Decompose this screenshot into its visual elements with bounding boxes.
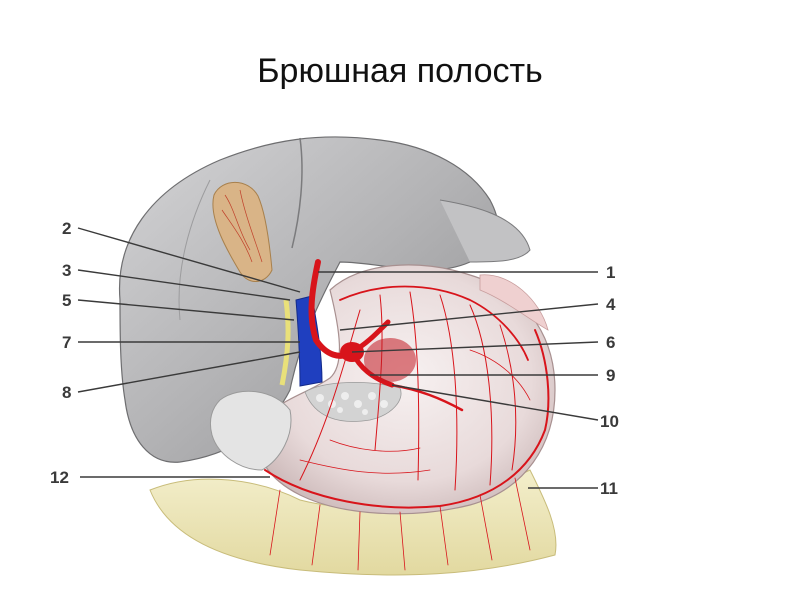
liver-contour <box>178 179 211 321</box>
leader-lines <box>77 227 599 489</box>
label-11: 11 <box>600 479 618 498</box>
label-6: 6 <box>606 333 615 352</box>
label-2: 2 <box>62 219 71 238</box>
stomach-region <box>364 338 416 382</box>
liver-left-lobe <box>439 199 531 263</box>
duodenum <box>209 390 292 471</box>
label-1: 1 <box>606 263 615 282</box>
label-7: 7 <box>62 333 71 352</box>
page-title: Брюшная полость <box>257 52 543 90</box>
liver-fissure <box>291 137 303 249</box>
label-10: 10 <box>600 412 619 431</box>
gallbladder-vessels <box>221 189 263 263</box>
label-9: 9 <box>606 366 615 385</box>
label-4: 4 <box>606 295 616 314</box>
label-8: 8 <box>62 383 71 402</box>
lesser-omentum <box>479 274 549 331</box>
gallbladder <box>212 181 273 282</box>
pancreas-texture <box>316 392 388 415</box>
greater-omentum <box>149 469 557 576</box>
label-5: 5 <box>62 291 71 310</box>
hepatic-artery <box>308 259 355 359</box>
label-12: 12 <box>50 468 69 487</box>
label-3: 3 <box>62 261 71 280</box>
portal-vein <box>295 295 323 387</box>
